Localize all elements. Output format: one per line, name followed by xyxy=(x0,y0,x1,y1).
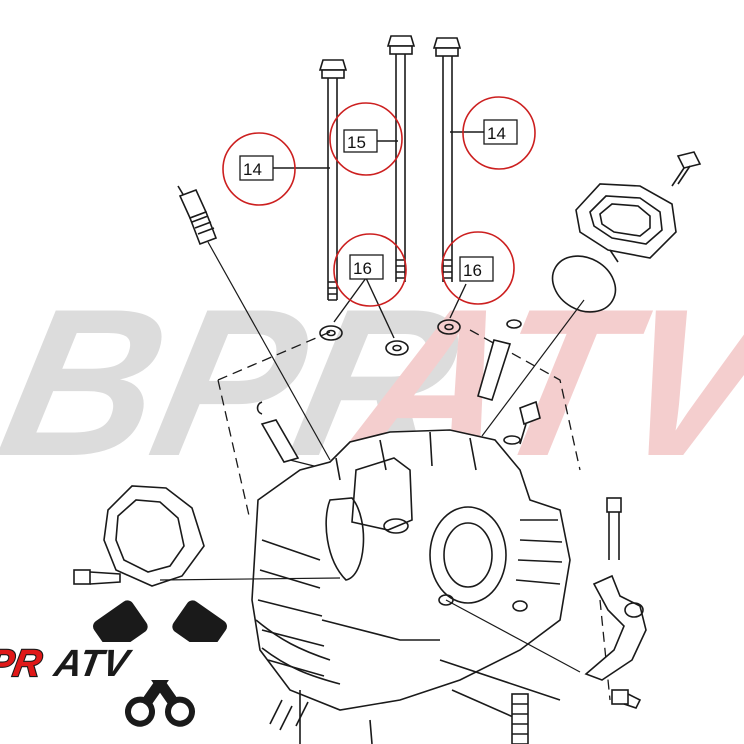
callout-labels: 14 15 14 16 16 xyxy=(243,124,506,280)
side-bolt-left xyxy=(73,569,121,585)
highlight-circles xyxy=(222,96,536,307)
callout-label-c4: 16 xyxy=(353,259,372,278)
o-ring-gasket xyxy=(551,255,617,313)
logo-text-accent: ATV xyxy=(50,642,135,685)
side-bolt-right xyxy=(606,497,622,560)
studs-bottom xyxy=(269,693,529,744)
valve-parts xyxy=(477,319,541,445)
side-cover-left xyxy=(103,485,341,587)
head-bolt-left xyxy=(318,59,348,301)
highlight-circle-c4 xyxy=(333,233,407,307)
bpratv-logo: BPR ATV xyxy=(0,600,256,727)
logo-text-main: BPR xyxy=(0,642,45,685)
callout-leaders xyxy=(266,131,484,339)
cylinder-fins xyxy=(255,619,561,744)
head-bolt-right xyxy=(432,37,462,282)
callout-label-c1: 14 xyxy=(243,160,262,179)
engine-line-art xyxy=(73,35,702,744)
callout-label-c2: 15 xyxy=(347,133,366,152)
dashed-guide xyxy=(217,329,611,701)
bracket-right xyxy=(584,574,647,681)
small-bolt-bottom xyxy=(611,689,642,709)
callout-label-c3: 14 xyxy=(487,124,506,143)
cover-bolt-top xyxy=(671,151,702,187)
watermark: BPR ATV xyxy=(0,265,744,499)
head-bolt-center xyxy=(386,35,416,282)
cam-cap-cover xyxy=(575,183,677,263)
callout-label-c5: 16 xyxy=(463,261,482,280)
highlight-circle-c2 xyxy=(329,102,403,176)
highlight-circle-c3 xyxy=(462,96,536,170)
highlight-circle-c5 xyxy=(441,231,515,305)
highlight-circle-c1 xyxy=(222,132,296,206)
callout-boxes xyxy=(239,119,518,282)
spark-plug xyxy=(177,185,331,461)
